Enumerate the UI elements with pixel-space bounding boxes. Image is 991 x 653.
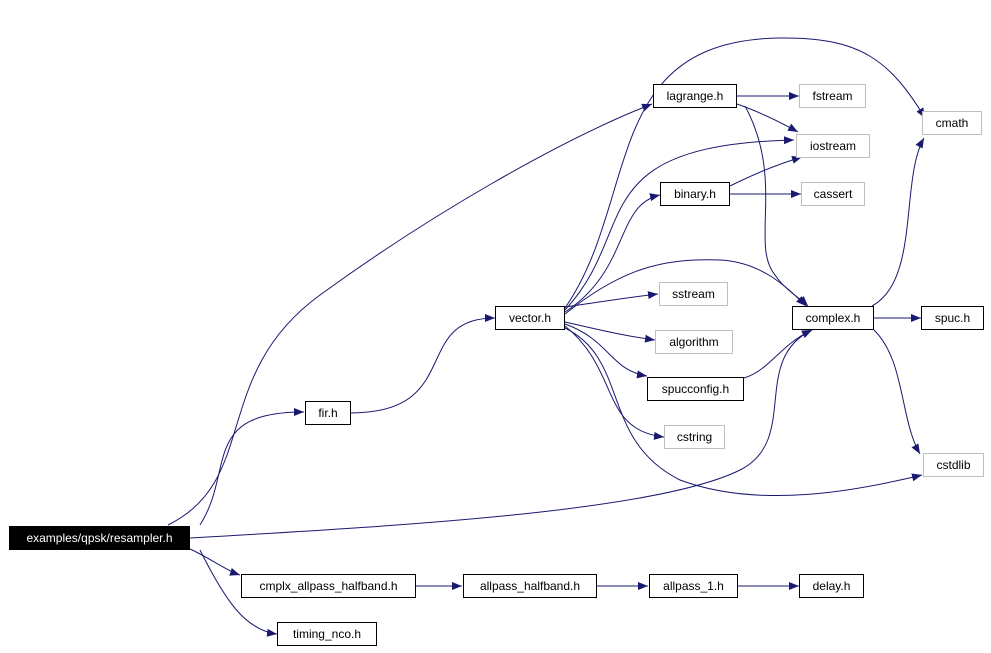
node-cmplx-allpass-halfband-h[interactable]: cmplx_allpass_halfband.h <box>241 574 416 598</box>
edge-vector-cstring <box>564 325 665 440</box>
edge-lagrange-complex <box>744 105 809 307</box>
node-fir-h[interactable]: fir.h <box>305 401 351 425</box>
edge-complex-cstdlib <box>873 329 921 455</box>
edge-root-lagrange <box>167 103 653 526</box>
edge-spucconfig-complex <box>743 329 813 379</box>
edge-lagrange-iostream <box>736 103 799 133</box>
edge-vector-sstream <box>564 291 659 308</box>
node-allpass-halfband-h[interactable]: allpass_halfband.h <box>463 574 597 598</box>
node-cstdlib: cstdlib <box>923 453 984 477</box>
edge-vector-cmath <box>564 37 926 309</box>
edge-root-complex <box>189 329 813 539</box>
edge-root-timing-nco <box>199 549 278 637</box>
node-sstream: sstream <box>659 282 728 306</box>
node-cmath: cmath <box>922 111 982 135</box>
node-algorithm: algorithm <box>655 330 733 354</box>
edge-vector-algorithm <box>564 321 656 343</box>
edge-root-fir <box>199 408 305 526</box>
edge-vector-iostream <box>564 136 795 311</box>
node-complex-h[interactable]: complex.h <box>792 306 874 330</box>
edge-binary-iostream <box>729 156 803 187</box>
node-timing-nco-h[interactable]: timing_nco.h <box>277 622 377 646</box>
node-spuc-h[interactable]: spuc.h <box>921 306 984 330</box>
node-cassert: cassert <box>801 182 865 206</box>
node-cstring: cstring <box>664 425 725 449</box>
edge-complex-cmath <box>871 137 925 307</box>
node-allpass-1-h[interactable]: allpass_1.h <box>649 574 738 598</box>
node-delay-h[interactable]: delay.h <box>799 574 864 598</box>
edge-root-cmplx-allpass <box>189 548 241 576</box>
edge-vector-binary <box>564 193 661 313</box>
node-fstream: fstream <box>799 84 866 108</box>
node-iostream: iostream <box>796 134 870 158</box>
edge-fir-vector <box>349 314 496 414</box>
node-lagrange-h[interactable]: lagrange.h <box>653 84 737 108</box>
node-binary-h[interactable]: binary.h <box>660 182 730 206</box>
edge-vector-spucconfig <box>564 323 648 379</box>
edge-vector-cstdlib <box>564 327 923 497</box>
node-resampler-h[interactable]: examples/qpsk/resampler.h <box>9 526 190 550</box>
node-vector-h[interactable]: vector.h <box>495 306 565 330</box>
node-spucconfig-h[interactable]: spucconfig.h <box>647 377 744 401</box>
